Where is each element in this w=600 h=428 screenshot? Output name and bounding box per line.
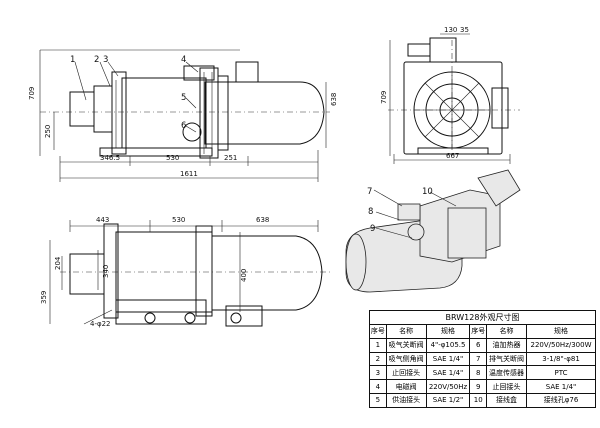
dim-top-359: 359 <box>40 291 48 304</box>
table-cell: 3 <box>369 365 387 381</box>
dim-top-530: 530 <box>172 216 185 224</box>
dim-top-204: 204 <box>54 256 62 270</box>
table-row: 5 供油接头 SAE 1/2" 10 接线盒 接线孔φ76 <box>369 392 596 408</box>
table-cell: 接线孔φ76 <box>526 392 596 408</box>
table-cell: 止回接头 <box>486 379 528 394</box>
header-spec: 规格 <box>526 324 596 339</box>
table-row: 1 吸气关断阀 4"-φ105.5 6 油加热器 220V/50Hz/300W <box>369 337 596 353</box>
dim-front-346: 346.5 <box>100 154 120 162</box>
header-no: 序号 <box>469 324 488 339</box>
callout-4: 4 <box>181 55 186 65</box>
callout-9: 9 <box>370 224 375 234</box>
callout-6: 6 <box>181 121 186 131</box>
table-title: BRW128外观尺寸图 <box>369 310 596 324</box>
dim-front-250: 250 <box>44 125 52 138</box>
table-cell: 电磁阀 <box>385 379 427 394</box>
table-cell: SAE 1/4" <box>526 379 596 394</box>
table-cell: 10 <box>469 392 488 408</box>
header-name: 名称 <box>486 324 528 339</box>
table-cell: 止回接头 <box>385 365 427 381</box>
table-cell: 9 <box>469 379 488 394</box>
header-no: 序号 <box>369 324 387 339</box>
callout-7: 7 <box>367 187 372 197</box>
table-cell: 4 <box>369 379 387 394</box>
table-cell: 接线盒 <box>486 392 528 408</box>
table-cell: 8 <box>469 365 488 381</box>
table-header-row: 序号 名称 规格 序号 名称 规格 <box>369 324 596 339</box>
table-cell: 2 <box>369 351 387 367</box>
table-row: 3 止回接头 SAE 1/4" 8 温度传感器 PTC <box>369 365 596 381</box>
side-view <box>388 33 520 164</box>
callout-10: 10 <box>422 187 433 197</box>
table-cell: SAE 1/4" <box>425 351 471 367</box>
table-cell: PTC <box>526 365 596 381</box>
table-cell: SAE 1/4" <box>425 365 471 381</box>
dim-top-340: 340 <box>102 265 110 278</box>
dim-top-400: 400 <box>240 269 248 282</box>
dim-top-443: 443 <box>96 216 109 224</box>
table-cell: 6 <box>469 337 488 353</box>
dim-front-638: 638 <box>330 93 338 106</box>
table-cell: 7 <box>469 351 488 367</box>
table-cell: 供油接头 <box>385 392 427 408</box>
top-view <box>49 220 330 327</box>
dim-top-638: 638 <box>256 216 269 224</box>
isometric-view <box>345 169 521 293</box>
dim-side-667: 667 <box>446 152 459 160</box>
table-cell: 3-1/8"-φ81 <box>526 351 596 367</box>
front-view <box>39 49 330 182</box>
parts-table: BRW128外观尺寸图 序号 名称 规格 序号 名称 规格 1 吸气关断阀 4"… <box>369 310 596 408</box>
callout-5: 5 <box>181 93 186 103</box>
dim-front-1611: 1611 <box>180 170 198 178</box>
dim-side-35: 35 <box>460 26 469 34</box>
table-cell: 5 <box>369 392 387 408</box>
dim-front-530: 530 <box>166 154 179 162</box>
dim-top-hole: 4-φ22 <box>90 320 111 328</box>
dim-front-709: 709 <box>28 87 36 100</box>
callout-1: 1 <box>70 55 75 65</box>
table-cell: 吸气关断阀 <box>385 337 427 353</box>
callout-8: 8 <box>368 207 373 217</box>
table-cell: 4"-φ105.5 <box>425 337 471 353</box>
table-cell: 排气关断阀 <box>486 351 528 367</box>
callout-2: 2 <box>94 55 99 65</box>
table-row: 4 电磁阀 220V/50Hz 9 止回接头 SAE 1/4" <box>369 379 596 394</box>
callout-3: 3 <box>103 55 108 65</box>
header-spec: 规格 <box>425 324 471 339</box>
table-cell: 吸气侧角阀 <box>385 351 427 367</box>
table-cell: 1 <box>369 337 387 353</box>
table-cell: 220V/50Hz/300W <box>526 337 596 353</box>
header-name: 名称 <box>385 324 427 339</box>
table-row: 2 吸气侧角阀 SAE 1/4" 7 排气关断阀 3-1/8"-φ81 <box>369 351 596 367</box>
dim-side-130: 130 <box>444 26 457 34</box>
table-cell: 油加热器 <box>486 337 528 353</box>
table-cell: SAE 1/2" <box>425 392 471 408</box>
dim-side-709: 709 <box>380 91 388 104</box>
dim-front-251: 251 <box>224 154 237 162</box>
table-cell: 220V/50Hz <box>425 379 471 394</box>
table-cell: 温度传感器 <box>486 365 528 381</box>
